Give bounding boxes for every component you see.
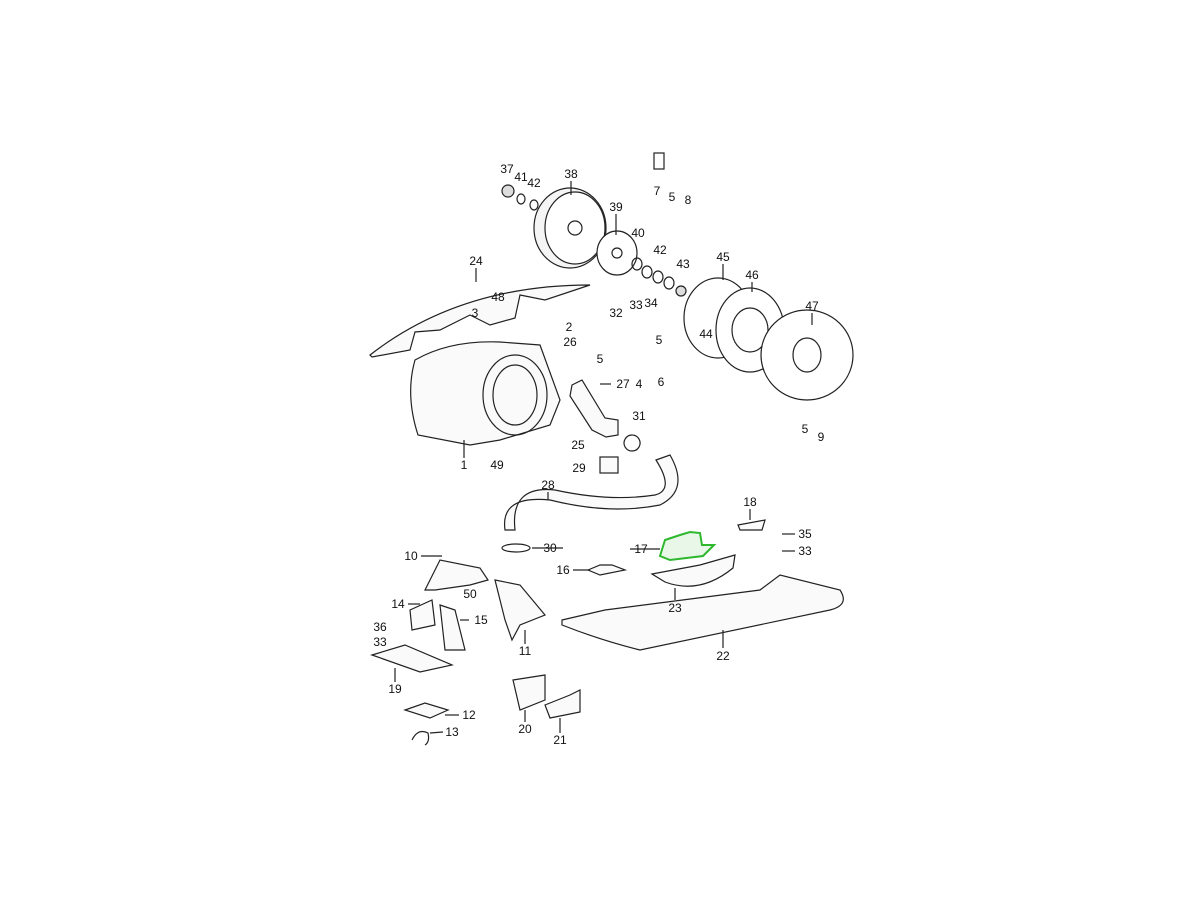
callout-label[interactable]: 15 [474,613,488,627]
callout-label[interactable]: 18 [743,495,757,509]
callout-label[interactable]: 37 [500,162,514,176]
callout-label[interactable]: 25 [571,438,585,452]
part-11-cover[interactable] [494,579,546,642]
callout-label[interactable]: 27 [616,377,630,391]
callout-label[interactable]: 38 [564,167,578,181]
callout-label[interactable]: 23 [668,601,682,615]
callout-label[interactable]: 5 [668,190,676,204]
callout-label[interactable]: 29 [572,461,586,475]
callout-label[interactable]: 50 [463,587,477,601]
part-41-washer[interactable] [516,193,526,205]
callout-label[interactable]: 41 [514,170,528,184]
part-7-bracket[interactable] [653,152,665,170]
disc-hub [611,247,623,259]
callout-label[interactable]: 36 [373,620,387,634]
part-29-sleeve[interactable] [599,456,619,474]
part-37-nut[interactable] [501,184,515,198]
housing-opening [482,354,548,436]
callout-label[interactable]: 47 [805,299,819,313]
callout-label[interactable]: 7 [653,184,661,198]
part-22-tray[interactable] [561,574,844,651]
part-42-washer[interactable] [663,276,675,290]
part-24-shroud[interactable] [369,284,591,358]
callout-label[interactable]: 43 [676,257,690,271]
part-19-plate[interactable] [370,644,454,673]
callout-label[interactable]: 9 [817,430,825,444]
callout-label[interactable]: 8 [684,193,692,207]
callout-label[interactable]: 16 [556,563,570,577]
callout-label[interactable]: 6 [657,375,665,389]
part-20-cover[interactable] [512,674,546,711]
callout-label[interactable]: 17 [634,542,648,556]
part-10-cover[interactable] [424,559,489,591]
callout-label[interactable]: 24 [469,254,483,268]
part-43-nut[interactable] [675,285,687,297]
callout-label[interactable]: 21 [553,733,567,747]
callout-label[interactable]: 4 [635,377,643,391]
part-23-deflector[interactable] [650,554,736,587]
callout-label[interactable]: 33 [373,635,387,649]
callout-label[interactable]: 28 [541,478,555,492]
callout-label[interactable]: 33 [798,544,812,558]
part-31-clamp[interactable] [623,434,641,452]
callout-label[interactable]: 42 [527,176,541,190]
part-13-seal[interactable] [411,730,430,746]
callout-label[interactable]: 42 [653,243,667,257]
part-30-clamp[interactable] [501,543,531,553]
callout-label[interactable]: 45 [716,250,730,264]
callout-label[interactable]: 11 [518,644,532,658]
callout-label[interactable]: 2 [565,320,573,334]
callout-label[interactable]: 12 [462,708,476,722]
part-17-highlighted[interactable] [658,530,717,562]
cover-47-center [792,337,822,373]
callout-label[interactable]: 40 [631,226,645,240]
callout-label[interactable]: 26 [563,335,577,349]
callout-label[interactable]: 5 [596,352,604,366]
callout-label[interactable]: 35 [798,527,812,541]
part-47-cover[interactable] [760,309,854,401]
callout-label[interactable]: 5 [801,422,809,436]
part-42-washer[interactable] [529,199,539,211]
callout-label[interactable]: 33 [629,298,643,312]
part-40-washer[interactable] [631,257,643,271]
callout-label[interactable]: 1 [460,458,468,472]
part-25-duct[interactable] [569,379,619,438]
callout-label[interactable]: 30 [543,541,557,555]
part-28-hose[interactable] [503,454,679,531]
pulley-face [544,191,606,265]
callout-label[interactable]: 19 [388,682,402,696]
callout-label[interactable]: 48 [491,290,505,304]
callout-label[interactable]: 34 [644,296,658,310]
callout-label[interactable]: 3 [471,306,479,320]
callout-label[interactable]: 14 [391,597,405,611]
housing-opening-inner [492,364,538,426]
leader-lines [394,181,813,734]
part-18-bracket[interactable] [737,519,766,531]
part-39-disc[interactable] [596,230,638,276]
callout-label[interactable]: 46 [745,268,759,282]
callout-label[interactable]: 5 [655,333,663,347]
pulley-hub [567,220,583,236]
part-1-fan-housing[interactable] [410,341,561,446]
callout-label[interactable]: 49 [490,458,504,472]
part-21-cover[interactable] [544,689,581,719]
callout-label[interactable]: 39 [609,200,623,214]
part-14-bracket[interactable] [409,599,436,631]
callout-label[interactable]: 13 [445,725,459,739]
part-12-plate[interactable] [403,702,450,719]
part-16-plate[interactable] [586,564,628,576]
callout-label[interactable]: 32 [609,306,623,320]
callout-label[interactable]: 20 [518,722,532,736]
part-15-bracket[interactable] [439,604,466,651]
callout-label[interactable]: 22 [716,649,730,663]
part-42-washer[interactable] [652,270,664,284]
part-42-washer[interactable] [641,265,653,279]
callout-label[interactable]: 31 [632,409,646,423]
callout-label[interactable]: 10 [404,549,418,563]
callout-label[interactable]: 44 [699,327,713,341]
